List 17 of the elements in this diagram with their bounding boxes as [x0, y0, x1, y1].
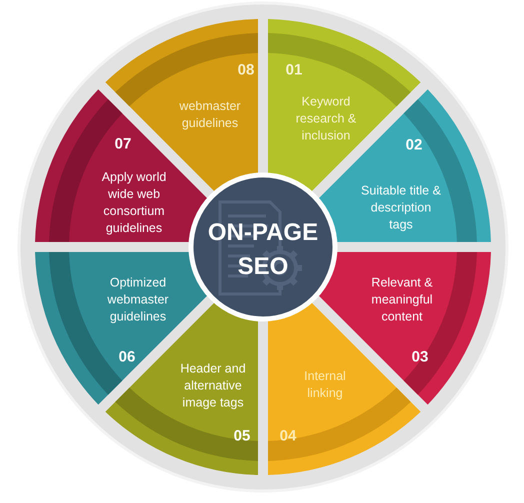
segment-label: Keyword research & inclusion [294, 94, 358, 144]
segment-label: Optimized webmaster guidelines [106, 274, 170, 326]
segment-label: Apply world wide web consortium guidelines [100, 169, 168, 237]
step-number: 04 [280, 428, 296, 444]
segment-label: Header and alternative image tags [179, 360, 247, 412]
step-number: 03 [412, 348, 428, 366]
step-number: 02 [406, 136, 422, 154]
step-number: 06 [118, 348, 136, 366]
segment-label: Suitable title & description tags [360, 182, 442, 234]
segment-label: Relevant & meaningful content [370, 274, 434, 326]
step-number: 01 [286, 62, 302, 78]
hub-title: ON-PAGE SEO [206, 218, 320, 282]
step-number: 08 [238, 62, 254, 78]
segment-label: webmaster guidelines [178, 98, 242, 132]
step-number: 07 [114, 136, 132, 152]
step-number: 05 [234, 428, 250, 444]
segment-label: Internal linking [303, 368, 347, 402]
